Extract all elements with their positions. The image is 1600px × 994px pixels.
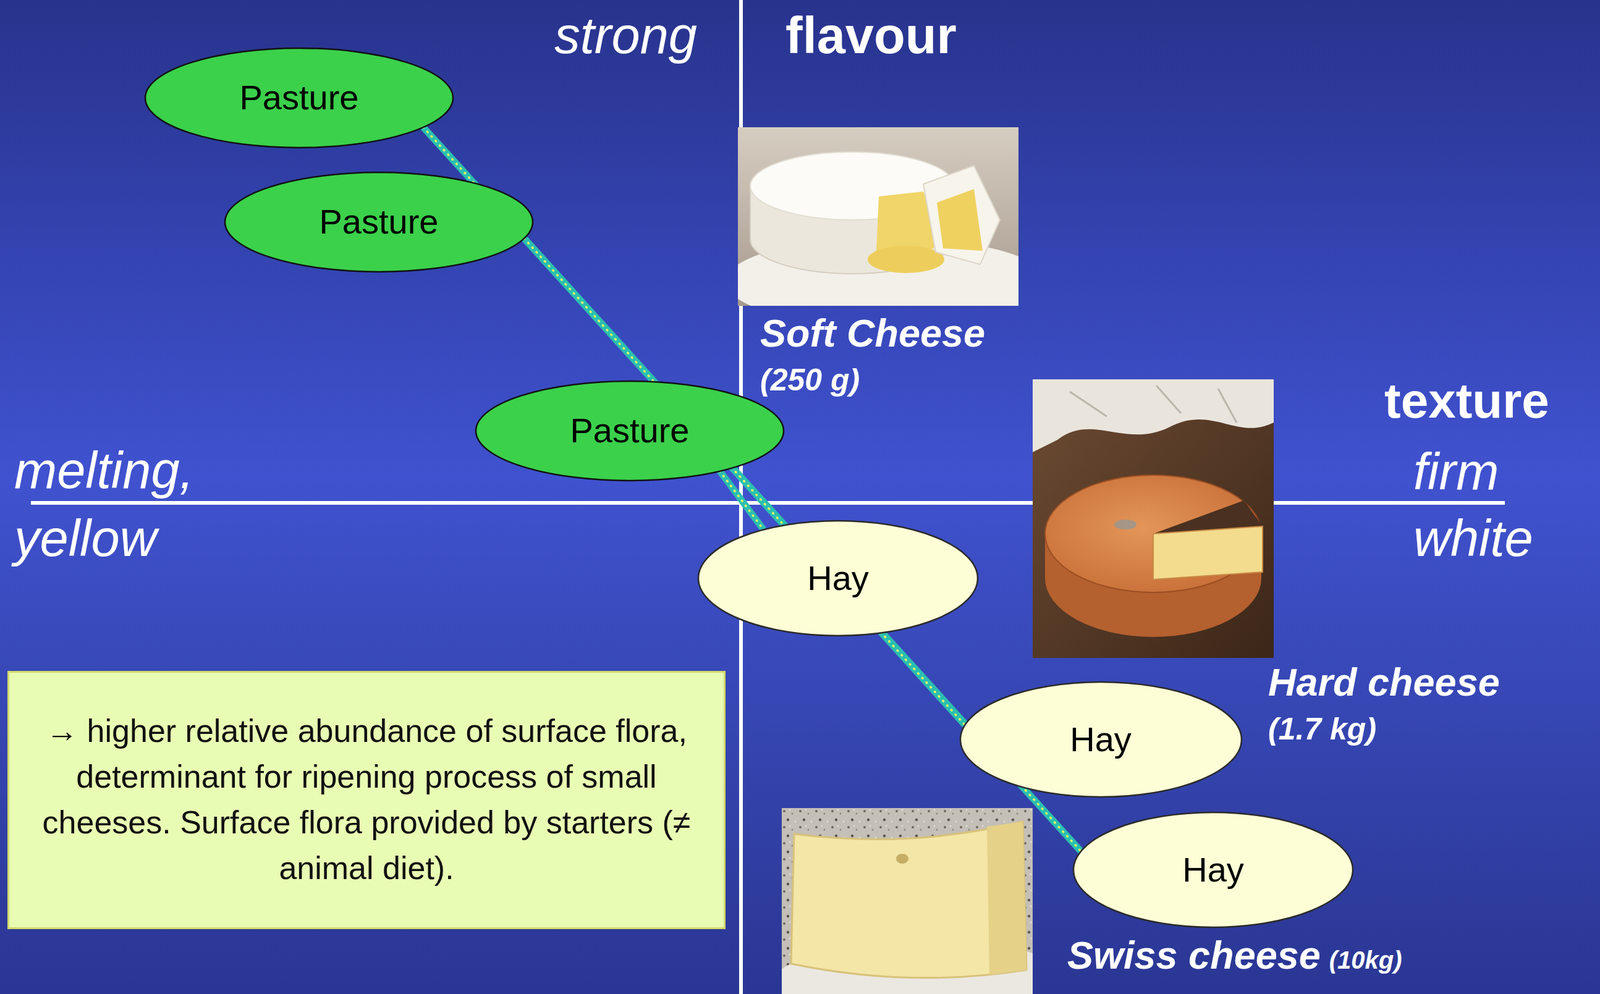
ellipse-shape — [698, 520, 978, 636]
paper — [1032, 379, 1274, 453]
cheese-shade — [986, 821, 1027, 976]
ellipse-shape — [1073, 812, 1353, 928]
hay-ellipse: Hay — [1072, 811, 1355, 929]
pasture-ellipse: Pasture — [474, 380, 785, 483]
cheese-caption: Soft Cheese — [760, 313, 986, 353]
note-text: → higher relative abundance of surface f… — [33, 708, 699, 892]
cheese-wedge — [923, 165, 1000, 265]
axis-label: white — [1413, 512, 1534, 565]
pairing-line — [524, 238, 965, 725]
pasture-ellipse: Pasture — [143, 46, 455, 149]
node-label: Pasture — [319, 202, 439, 242]
node-label: Hay — [807, 558, 869, 599]
cheese-hole — [896, 854, 909, 864]
hay-ellipse: Hay — [959, 681, 1243, 799]
pairing-line — [719, 470, 764, 530]
rind-mould — [1114, 519, 1137, 530]
axis-label: yellow — [14, 512, 157, 565]
axis-label: strong — [554, 9, 698, 62]
cheese-caption: Swiss cheese — [1067, 936, 1321, 976]
cheese-interior — [1153, 526, 1263, 580]
axis-label: firm — [1413, 446, 1499, 498]
node-label: Pasture — [570, 410, 690, 451]
photo-background — [1032, 379, 1274, 659]
pairing-line-dots — [719, 470, 764, 530]
node-label: Pasture — [239, 77, 360, 118]
swiss-cheese-photo — [781, 808, 1033, 994]
ellipse-shape — [475, 381, 784, 481]
cheese-block — [791, 821, 1027, 979]
axis-label: melting, — [14, 444, 195, 497]
hay-ellipse: Hay — [697, 519, 979, 638]
paper-crease — [1069, 385, 1237, 423]
soft-cheese-photo — [737, 127, 1019, 306]
axis-title: texture — [1384, 376, 1550, 426]
cheese-weight: (250 g) — [760, 364, 860, 396]
cheese-ooze — [867, 245, 945, 274]
cheese-caption: Hard cheese — [1268, 663, 1500, 703]
ellipse-shape — [224, 172, 533, 272]
hard-cheese-photo — [1032, 379, 1274, 659]
axis-title: flavour — [785, 9, 957, 62]
pasture-ellipse: Pasture — [223, 171, 534, 274]
note-box: → higher relative abundance of surface f… — [7, 671, 726, 930]
ellipse-shape — [960, 682, 1242, 798]
photo-background — [781, 808, 1033, 994]
node-label: Hay — [1069, 719, 1132, 760]
node-label: Hay — [1182, 850, 1245, 890]
wedge-interior — [936, 189, 983, 251]
pairing-line-dots — [524, 238, 965, 725]
ellipse-shape — [145, 48, 453, 148]
cheese-weight: (1.7 kg) — [1268, 713, 1377, 745]
cheese-weight: (10kg) — [1329, 948, 1403, 973]
